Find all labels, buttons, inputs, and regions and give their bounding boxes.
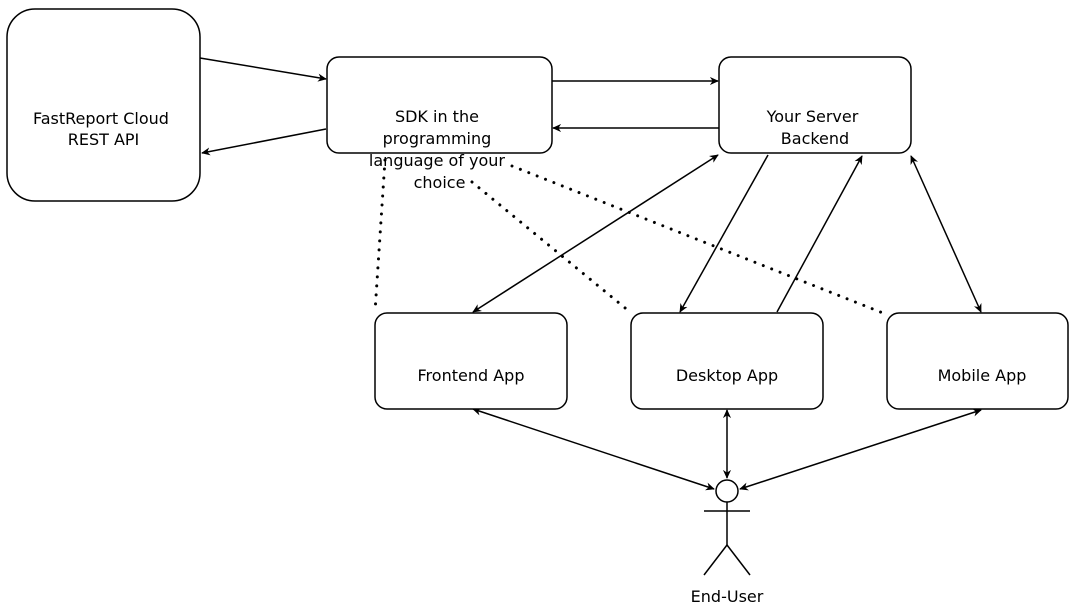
node-fastreport-cloud-api: FastReport Cloud REST API xyxy=(6,8,201,202)
edge-backend-frontend xyxy=(472,154,719,313)
node-label: Frontend App xyxy=(418,366,525,385)
edge-cloud-to-sdk xyxy=(199,57,327,82)
end-user-actor: End-User xyxy=(691,479,764,606)
sdk-label: SDK in the programming language of your … xyxy=(369,107,510,192)
node-server-backend: Your Server Backend xyxy=(718,56,912,154)
edge-desktop-to-backend xyxy=(776,155,863,313)
node-sdk xyxy=(326,56,553,154)
edge-frontend-user xyxy=(472,407,715,491)
person-icon xyxy=(703,479,751,576)
node-desktop-app: Desktop App xyxy=(630,312,824,410)
node-label: Desktop App xyxy=(676,366,778,385)
node-frontend-app: Frontend App xyxy=(374,312,568,410)
node-label: Mobile App xyxy=(938,366,1027,385)
connectors xyxy=(199,57,982,491)
edge-sdk-to-cloud xyxy=(201,128,327,156)
node-label: Your Server Backend xyxy=(766,107,864,148)
dotted-links xyxy=(373,158,890,317)
node-label: FastReport Cloud REST API xyxy=(33,109,174,149)
edge-backend-mobile xyxy=(910,155,982,313)
dotted-sdk-mobile xyxy=(510,164,890,317)
actor-label: End-User xyxy=(691,587,764,606)
edge-mobile-user xyxy=(739,408,982,491)
edge-backend-to-desktop xyxy=(679,154,769,313)
dotted-sdk-frontend xyxy=(373,158,387,314)
dotted-sdk-desktop xyxy=(470,180,632,314)
node-mobile-app: Mobile App xyxy=(886,312,1069,410)
